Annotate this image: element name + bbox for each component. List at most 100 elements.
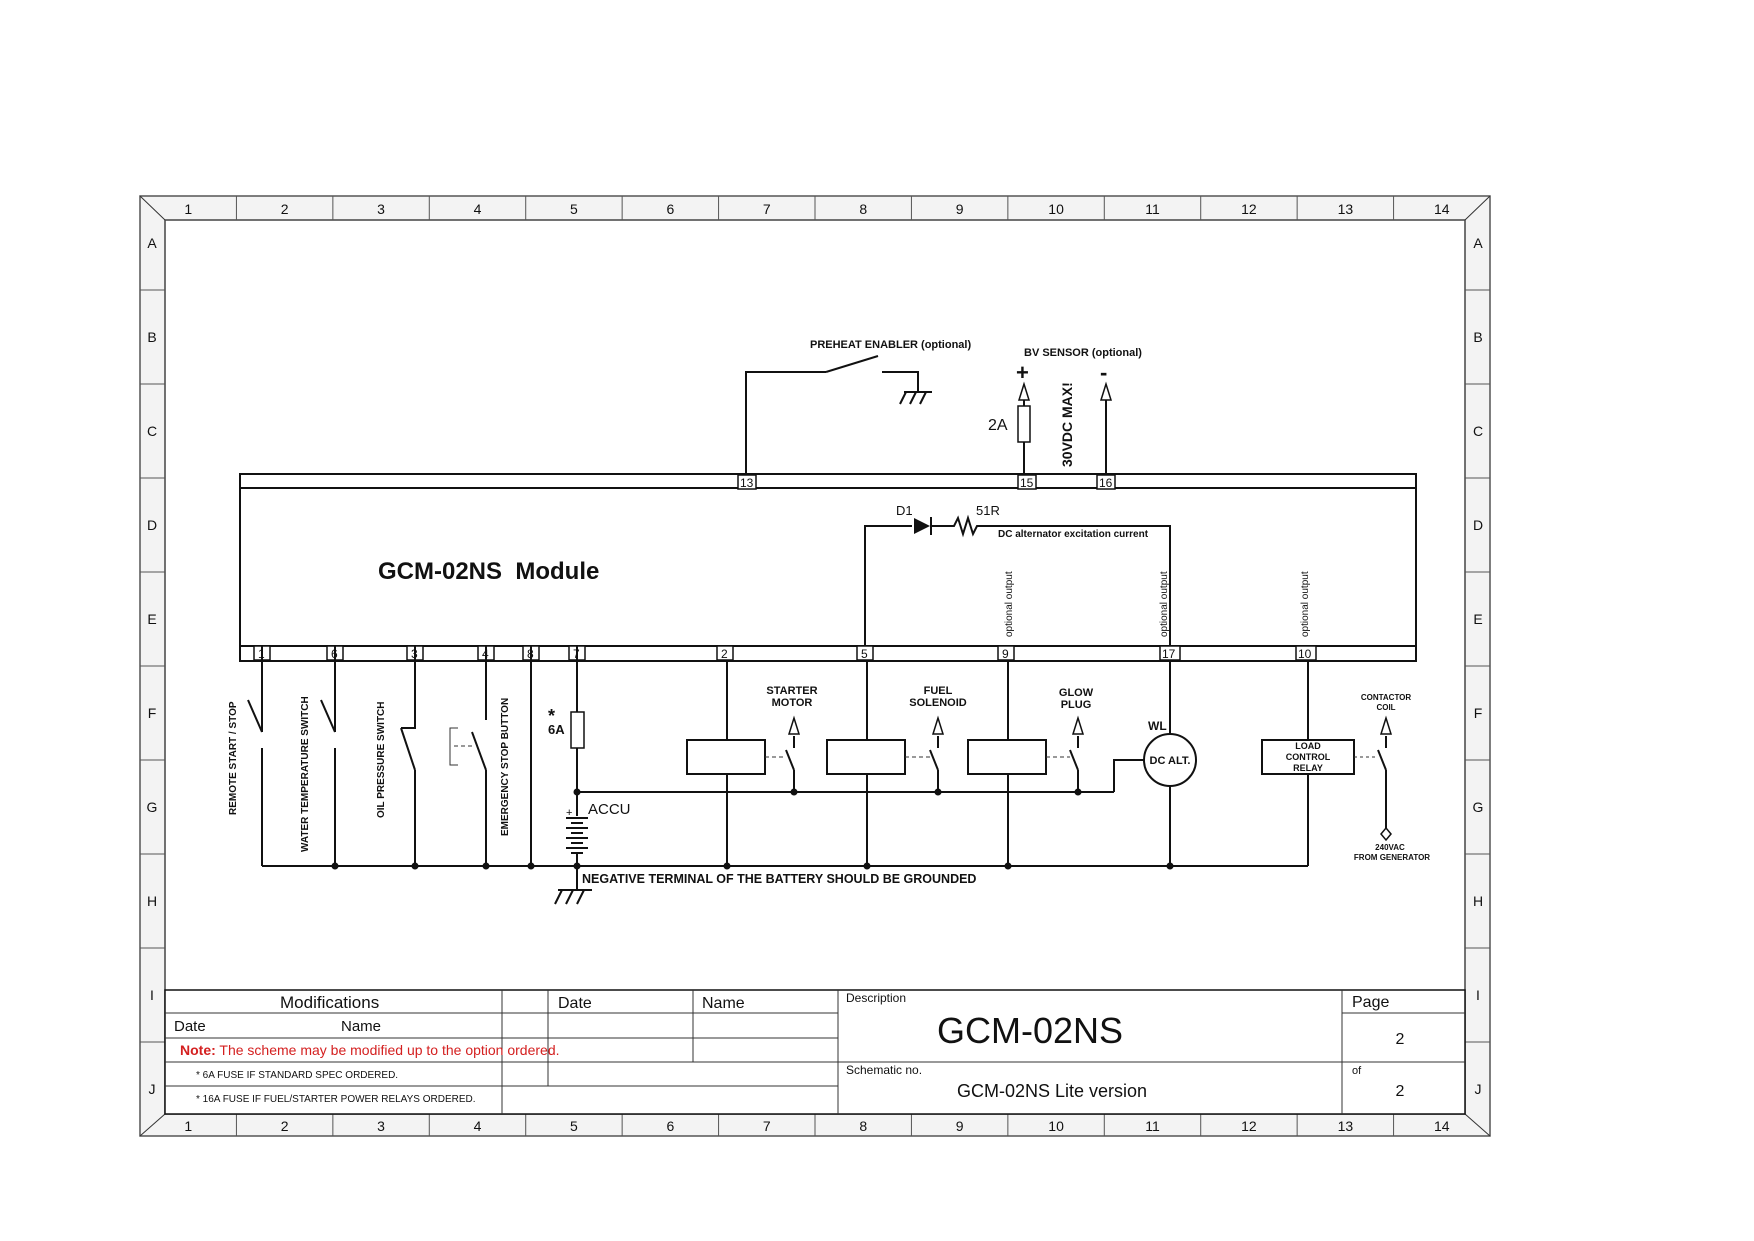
bv-plus-sign: + (1016, 360, 1029, 385)
drawing-frame (139, 195, 1491, 1137)
row-label-right: J (1475, 1081, 1482, 1097)
generator-terminal-icon (1380, 826, 1392, 842)
resistor-51r-label: 51R (976, 503, 1000, 518)
junction-dots (331, 788, 1174, 870)
col-label-top: 7 (763, 201, 771, 217)
row-label-left: H (147, 893, 157, 909)
col-label-bottom: 4 (474, 1118, 482, 1134)
col-label-bottom: 2 (281, 1118, 289, 1134)
terminal-13: 13 (740, 476, 754, 490)
col-label-top: 5 (570, 201, 578, 217)
glow-label-2: PLUG (1061, 699, 1092, 711)
row-label-left: J (149, 1081, 156, 1097)
water-temp-label: WATER TEMPERATURE SWITCH (300, 696, 311, 852)
row-label-left: B (147, 329, 156, 345)
contactor-label-1: CONTACTOR (1361, 693, 1412, 702)
col-label-top: 12 (1241, 201, 1257, 217)
mod-name-header: Name (341, 1018, 381, 1035)
fuel-label-1: FUEL (924, 685, 953, 697)
bv-minus-sign: - (1100, 360, 1107, 385)
col-label-bottom: 7 (763, 1118, 771, 1134)
row-label-right: I (1476, 987, 1480, 1003)
terminal-17: 17 (1162, 647, 1176, 661)
col-label-top: 2 (281, 201, 289, 217)
date-column-header: Date (558, 995, 592, 1012)
page-number: 2 (1396, 1031, 1405, 1048)
gcm-module: GCM-02NS Module (239, 473, 1417, 662)
col-label-bottom: 12 (1241, 1118, 1257, 1134)
modifications-header: Modifications (280, 993, 379, 1012)
battery-circuit: * 6A + ACCU NEGATIVE TERMINAL OF THE BAT… (548, 646, 1114, 905)
col-label-top: 11 (1145, 201, 1160, 217)
diode-d1-icon (914, 518, 930, 534)
generator-label-2: FROM GENERATOR (1354, 853, 1430, 862)
col-label-bottom: 9 (956, 1118, 964, 1134)
fuel-relay: FUEL SOLENOID (826, 660, 967, 866)
col-label-bottom: 8 (859, 1118, 867, 1134)
col-label-bottom: 11 (1145, 1118, 1160, 1134)
row-label-right: G (1473, 799, 1484, 815)
row-label-right: E (1473, 611, 1482, 627)
description-label: Description (846, 991, 906, 1005)
fuse-6a-star: * (548, 706, 555, 726)
ground-note: NEGATIVE TERMINAL OF THE BATTERY SHOULD … (582, 872, 976, 886)
col-label-top: 4 (474, 201, 482, 217)
row-label-left: G (147, 799, 158, 815)
row-label-right: F (1474, 705, 1483, 721)
resistor-51r-icon (931, 514, 1171, 646)
contactor-label-2: COIL (1376, 703, 1395, 712)
optional-output-9: optional output (1004, 571, 1015, 637)
accu-plus-sign: + (566, 807, 572, 819)
starter-label-1: STARTER (766, 685, 817, 697)
col-label-bottom: 3 (377, 1118, 385, 1134)
row-label-right: H (1473, 893, 1483, 909)
col-label-top: 8 (859, 201, 867, 217)
mod-date-header: Date (174, 1018, 206, 1035)
row-label-right: C (1473, 423, 1483, 439)
excitation-circuit: D1 51R DC alternator excitation current … (864, 503, 1311, 646)
diode-d1-label: D1 (896, 503, 913, 518)
col-label-top: 3 (377, 201, 385, 217)
name-column-header: Name (702, 995, 745, 1012)
generator-label-1: 240VAC (1375, 843, 1405, 852)
col-label-top: 10 (1048, 201, 1064, 217)
fuse-note-standard: * 6A FUSE IF STANDARD SPEC ORDERED. (196, 1070, 398, 1081)
row-label-left: A (147, 235, 157, 251)
preheat-enabler-circuit: PREHEAT ENABLER (optional) (745, 339, 971, 475)
row-label-left: D (147, 517, 157, 533)
terminal-9: 9 (1002, 647, 1009, 661)
preheat-label: PREHEAT ENABLER (optional) (810, 339, 971, 351)
dc-alternator: DC ALT. WL (1113, 660, 1197, 866)
optional-output-10: optional output (1300, 571, 1311, 637)
load-control-relay: LOAD CONTROL RELAY CONTACTOR COIL 240VAC… (1261, 660, 1430, 866)
glow-label-1: GLOW (1059, 687, 1094, 699)
bv-plus-arrow (1017, 381, 1031, 401)
fuel-label-2: SOLENOID (909, 697, 967, 709)
load-label-3: RELAY (1293, 763, 1323, 773)
col-label-top: 1 (184, 201, 192, 217)
note-label: Note: (180, 1042, 216, 1058)
terminal-16: 16 (1099, 476, 1113, 490)
description-value: GCM-02NS (937, 1010, 1123, 1051)
wl-label: WL (1148, 719, 1167, 733)
fuse-6a (570, 711, 585, 749)
bv-sensor-circuit: BV SENSOR (optional) + - 2A 30VDC MAX! (988, 347, 1142, 475)
row-label-left: I (150, 987, 154, 1003)
terminal-2: 2 (721, 647, 728, 661)
glow-relay: GLOW PLUG (967, 660, 1094, 866)
terminal-5: 5 (861, 647, 868, 661)
accu-label: ACCU (588, 801, 631, 818)
bv-minus-arrow (1099, 381, 1113, 401)
optional-output-17: optional output (1159, 571, 1170, 637)
max-voltage-label: 30VDC MAX! (1059, 382, 1075, 467)
col-label-bottom: 6 (666, 1118, 674, 1134)
row-label-right: D (1473, 517, 1483, 533)
note-text: Note: The scheme may be modified up to t… (180, 1042, 560, 1058)
oil-pressure-label: OIL PRESSURE SWITCH (376, 702, 387, 819)
starter-label-2: MOTOR (772, 697, 813, 709)
dc-alt-label: DC ALT. (1150, 755, 1191, 767)
col-label-bottom: 14 (1434, 1118, 1450, 1134)
